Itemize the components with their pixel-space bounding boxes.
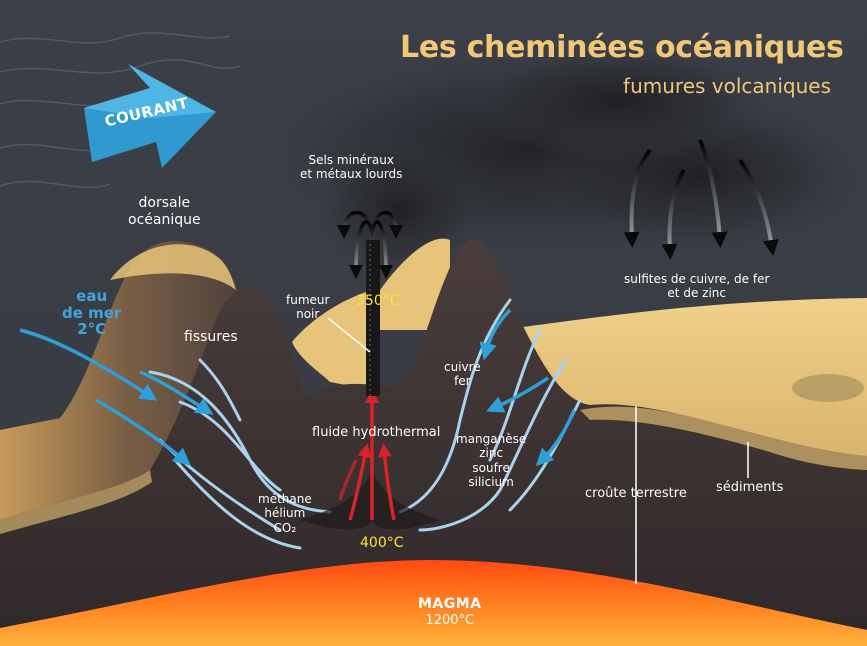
cuivre-line-2: fer — [454, 374, 471, 389]
methane-label: méthane hélium CO₂ — [258, 492, 312, 535]
eau-de-mer-label: eau de mer 2°C — [62, 288, 121, 338]
page-subtitle: fumures volcaniques — [623, 74, 831, 98]
eau-line-3: 2°C — [77, 320, 107, 338]
fissures-label: fissures — [184, 329, 238, 345]
fluide-label: fluide hydrothermal — [312, 425, 441, 440]
magma-line-2: 1200°C — [425, 612, 475, 628]
temperature-400-label: 400°C — [360, 535, 404, 551]
magma-line-1: MAGMA — [418, 596, 482, 612]
page-title: Les cheminées océaniques — [400, 30, 844, 65]
methane-line-3: CO₂ — [273, 520, 297, 535]
sels-line-1: Sels minéraux — [308, 153, 394, 167]
mang-line-3: soufre — [472, 460, 510, 475]
manganese-label: manganèse zinc soufre silicium — [456, 432, 526, 490]
cuivre-line-1: cuivre — [444, 360, 481, 374]
fumeur-line-2: noir — [296, 307, 320, 322]
sulfites-line-2: et de zinc — [667, 286, 726, 301]
dorsale-label: dorsale océanique — [128, 195, 201, 229]
cuivre-fer-label: cuivre fer — [444, 360, 481, 389]
sels-line-2: et métaux lourds — [300, 167, 403, 182]
sels-label: Sels minéraux et métaux lourds — [300, 153, 402, 182]
mang-line-2: zinc — [479, 446, 504, 461]
sulfites-label: sulfites de cuivre, de fer et de zinc — [624, 272, 769, 301]
sulfites-line-1: sulfites de cuivre, de fer — [624, 272, 770, 286]
temperature-350-label: 350°C — [356, 293, 400, 309]
sediments-label: sédiments — [716, 480, 784, 495]
fumeur-line-1: fumeur — [286, 293, 330, 307]
methane-line-2: hélium — [264, 506, 306, 521]
eau-line-2: de mer — [62, 303, 122, 322]
mang-line-4: silicium — [468, 475, 514, 490]
eau-line-1: eau — [76, 287, 108, 305]
methane-line-1: méthane — [258, 492, 312, 506]
dorsale-line-1: dorsale — [138, 195, 191, 211]
mang-line-1: manganèse — [456, 432, 527, 446]
croute-label: croûte terrestre — [585, 486, 687, 501]
magma-label: MAGMA 1200°C — [418, 596, 482, 628]
fumeur-label: fumeur noir — [286, 293, 329, 322]
dorsale-line-2: océanique — [128, 211, 201, 228]
